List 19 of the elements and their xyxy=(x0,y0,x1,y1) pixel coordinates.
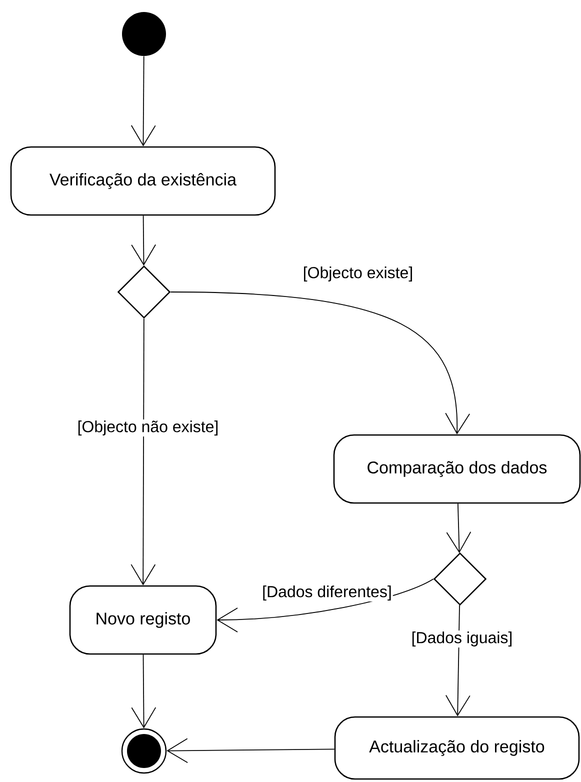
arrow xyxy=(130,56,156,146)
edge-label: [Objecto existe] xyxy=(302,266,414,282)
arrow xyxy=(446,503,472,554)
edge-label: [Objecto não existe] xyxy=(76,420,220,436)
action-box: Verificação da existência xyxy=(10,146,276,216)
initial-node xyxy=(122,12,166,56)
arrow xyxy=(166,738,335,764)
arrow xyxy=(130,318,156,586)
action-box: Actualização do registo xyxy=(334,716,580,780)
arrow xyxy=(445,604,470,716)
arrow xyxy=(216,578,434,632)
arrow xyxy=(170,292,470,434)
action-box: Comparação dos dados xyxy=(333,434,581,504)
arrow xyxy=(131,654,156,728)
final-node xyxy=(121,728,167,774)
action-box: Novo registo xyxy=(69,585,217,655)
arrow xyxy=(131,215,156,266)
edge-label: [Dados iguais] xyxy=(410,630,514,648)
edge-label: [Dados diferentes] xyxy=(261,584,393,602)
